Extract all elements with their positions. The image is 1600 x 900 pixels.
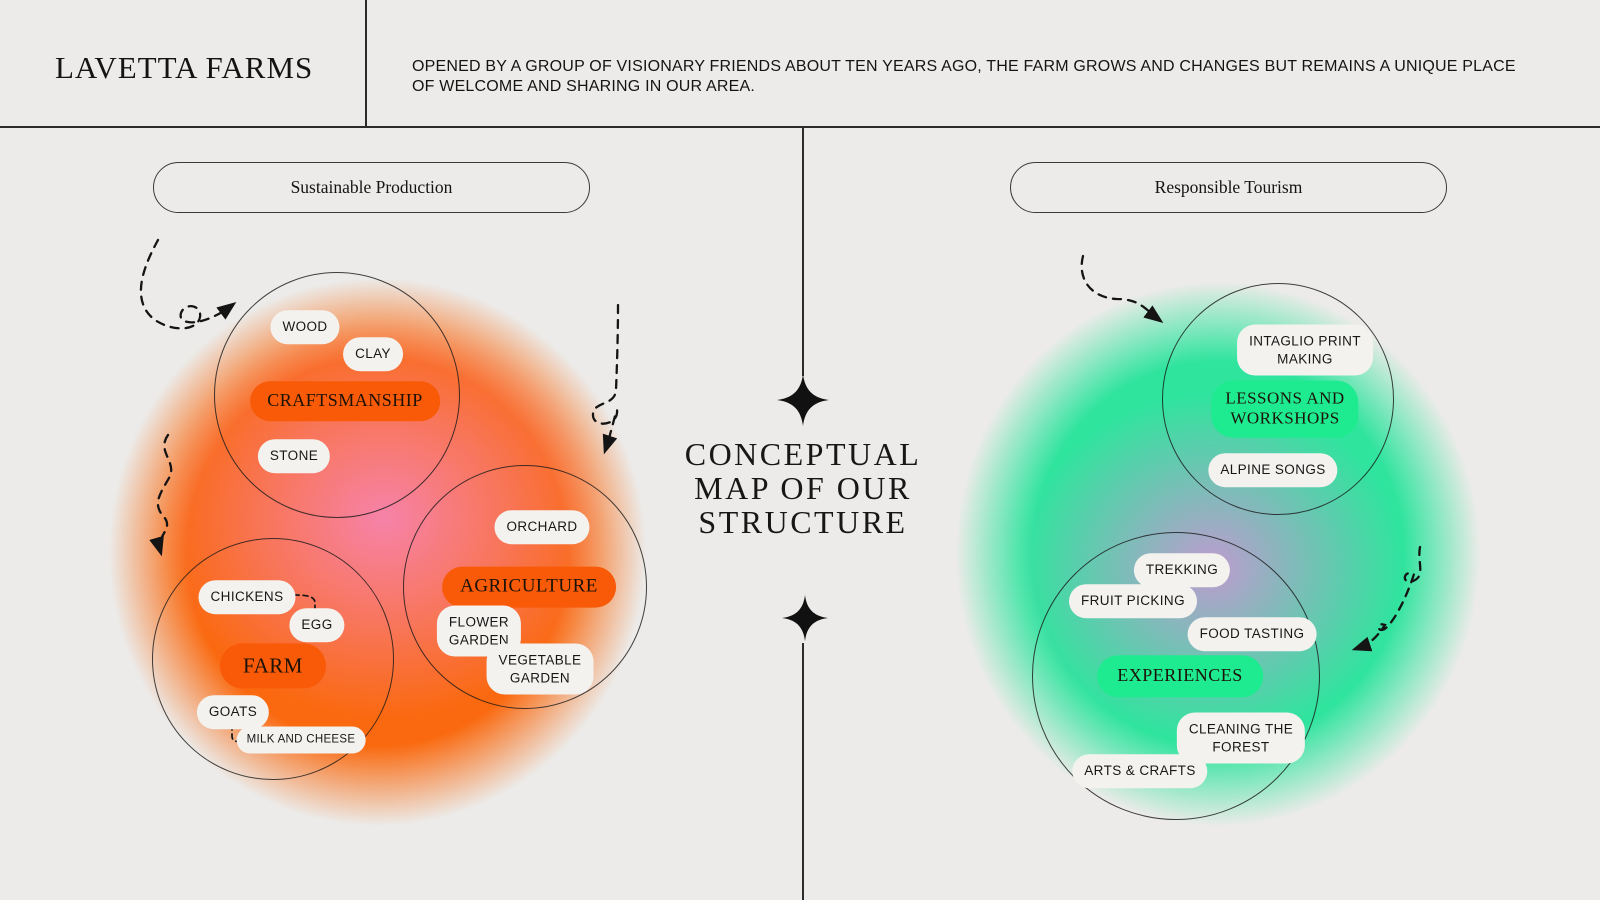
- node-arts-and-crafts: ARTS & CRAFTS: [1072, 754, 1208, 788]
- sparkle-icon: [777, 374, 829, 426]
- node-milk-and-cheese: MILK AND CHEESE: [236, 726, 366, 754]
- center-axis-top: [802, 128, 804, 376]
- node-chickens: CHICKENS: [198, 580, 296, 614]
- node-fruit-picking: FRUIT PICKING: [1069, 584, 1197, 618]
- farm-circle: [152, 538, 394, 780]
- sparkle-icon: [782, 595, 828, 641]
- agriculture-circle: [403, 465, 647, 709]
- node-goats: GOATS: [196, 695, 270, 729]
- node-wood: WOOD: [270, 310, 340, 344]
- topic-lessons-and-workshops: LESSONS AND WORKSHOPS: [1211, 380, 1359, 438]
- center-axis-bottom: [802, 643, 804, 900]
- topic-agriculture: AGRICULTURE: [442, 566, 616, 608]
- topic-craftsmanship: CRAFTSMANSHIP: [250, 381, 440, 421]
- node-vegetable-garden: VEGETABLE GARDEN: [486, 643, 594, 695]
- node-cleaning-the-forest: CLEANING THE FOREST: [1176, 712, 1306, 764]
- node-clay: CLAY: [343, 337, 403, 371]
- header-description: OPENED BY A GROUP OF VISIONARY FRIENDS A…: [412, 58, 1516, 95]
- header-bar: LAVETTA FARMS OPENED BY A GROUP OF VISIO…: [0, 0, 1600, 128]
- experiences-circle: [1032, 532, 1320, 820]
- topic-experiences: EXPERIENCES: [1097, 655, 1263, 697]
- craftsmanship-circle: [214, 272, 460, 518]
- lessons-circle: [1162, 283, 1394, 515]
- brand-title: LAVETTA FARMS: [55, 50, 314, 85]
- node-flower-garden: FLOWER GARDEN: [436, 605, 522, 657]
- header-divider: [365, 0, 367, 128]
- node-food-tasting: FOOD TASTING: [1187, 617, 1317, 651]
- node-trekking: TREKKING: [1133, 553, 1231, 587]
- section-label-sustainable-production: Sustainable Production: [153, 162, 590, 213]
- node-alpine-songs: ALPINE SONGS: [1208, 453, 1338, 487]
- node-intaglio-print-making: INTAGLIO PRINT MAKING: [1237, 324, 1373, 376]
- page-title: CONCEPTUAL MAP OF OUR STRUCTURE: [684, 436, 922, 540]
- node-stone: STONE: [257, 439, 331, 473]
- section-label-responsible-tourism: Responsible Tourism: [1010, 162, 1447, 213]
- node-orchard: ORCHARD: [494, 510, 590, 544]
- topic-farm: FARM: [220, 643, 326, 689]
- node-egg: EGG: [289, 608, 345, 642]
